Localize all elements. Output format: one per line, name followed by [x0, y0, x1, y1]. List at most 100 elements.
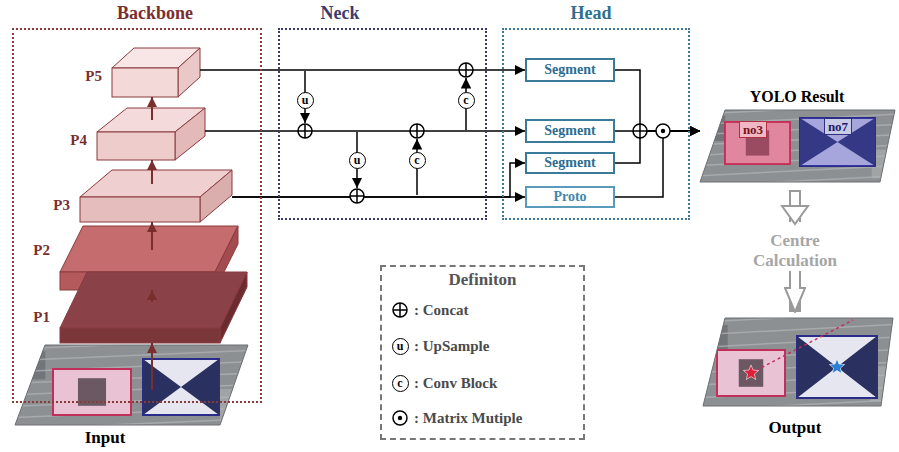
aerial-image	[15, 345, 248, 425]
slab-side	[200, 170, 232, 222]
road-marking	[15, 419, 248, 429]
landing-marker	[800, 118, 875, 166]
road-marking	[700, 104, 895, 114]
marker-bar	[739, 359, 763, 387]
slab-front	[60, 328, 220, 343]
box-heading: Definiton	[382, 270, 583, 290]
landing-marker	[797, 336, 877, 398]
centre-link	[751, 320, 853, 373]
block-label: Segment	[544, 62, 595, 78]
block-label: Proto	[553, 189, 586, 205]
image-caption: Input	[85, 428, 126, 448]
level-label: P5	[85, 68, 102, 85]
segment-block: Segment	[525, 58, 615, 82]
level-label: P4	[70, 132, 87, 149]
feature-level: P4	[97, 108, 205, 160]
concat-symbol	[459, 63, 473, 77]
legend-row: : Matrix Mutiple	[388, 408, 522, 428]
matrix-multiply-symbol	[656, 124, 670, 138]
road-marking	[703, 400, 893, 410]
landing-marker	[143, 359, 219, 415]
legend-sample	[388, 408, 412, 428]
connector-arrow	[151, 290, 153, 302]
slab-front	[80, 197, 200, 222]
marker-bowtie	[800, 118, 875, 166]
aerial-image	[703, 318, 893, 406]
level-label: P2	[33, 242, 50, 259]
operator-symbol: u	[297, 92, 314, 109]
matrix-multiply-symbol	[393, 411, 407, 425]
photo-ground	[15, 345, 248, 425]
slab-side	[220, 272, 247, 343]
concat-symbol	[393, 303, 407, 317]
aerial-photo	[703, 312, 893, 410]
class-tag: no3	[739, 121, 767, 138]
image-caption: Output	[769, 418, 822, 438]
group-heading: Neck	[321, 3, 360, 24]
slab-side	[178, 48, 200, 97]
photo-ground	[703, 318, 893, 406]
feature-level: P2	[60, 226, 238, 290]
label-holder: u	[392, 338, 409, 355]
slab-top	[60, 272, 247, 328]
marker-bar	[78, 378, 106, 406]
legend-text: : Conv Block	[414, 375, 497, 392]
feature-level: P5	[112, 48, 200, 97]
aerial-photo	[15, 339, 248, 429]
label-holder: Centre Calculation	[745, 231, 845, 270]
marker-bowtie	[797, 336, 877, 398]
label-holder: no3	[739, 121, 767, 138]
centre-star	[829, 359, 844, 374]
connector-arrow	[151, 160, 153, 184]
legend-text: : Matrix Mutiple	[414, 410, 522, 427]
class-tag: no7	[824, 118, 852, 135]
slab-side	[175, 108, 205, 160]
connector-arrow	[200, 69, 525, 71]
block-label: Segment	[544, 155, 595, 171]
input-image: Input	[15, 345, 248, 425]
feature-level: P3	[80, 170, 232, 222]
road-marking	[703, 325, 893, 335]
label-holder: c	[458, 92, 475, 109]
concat-symbol	[350, 189, 364, 203]
photo-border	[15, 345, 248, 425]
connector-arrow	[232, 196, 525, 198]
legend-row: : Concat	[388, 300, 469, 320]
output-image: Output	[703, 318, 893, 406]
block-label: Segment	[544, 123, 595, 139]
connector-group	[152, 70, 795, 390]
connector-arrow	[205, 130, 525, 132]
feature-level: P1	[60, 272, 247, 343]
operator-symbol: c	[458, 92, 475, 109]
photo-ground	[700, 110, 895, 182]
legend-text: : UpSample	[414, 338, 489, 355]
centre-star	[743, 365, 758, 380]
slab-front	[112, 68, 178, 97]
group-heading: Backbone	[117, 3, 193, 24]
concat-symbol	[298, 124, 312, 138]
connector-arrow	[615, 131, 700, 197]
yolo-result-image: YOLO Result	[700, 110, 895, 182]
road-marking	[15, 339, 248, 349]
feature-map	[60, 272, 247, 343]
slab-top	[60, 226, 238, 272]
connector-arrow	[615, 70, 700, 131]
operator-symbol: c	[392, 375, 409, 392]
image-caption: YOLO Result	[750, 88, 845, 106]
operator-symbol: c	[409, 152, 426, 169]
photo-border	[700, 110, 895, 182]
segment-block: Segment	[525, 152, 615, 174]
hollow-arrowhead	[782, 206, 808, 224]
road-marking	[700, 166, 895, 176]
feature-map	[80, 170, 232, 222]
aerial-image	[700, 110, 895, 182]
label-holder: c	[409, 152, 426, 169]
marker-bowtie	[143, 359, 219, 415]
road-marking	[700, 176, 895, 186]
connector-arrow	[232, 163, 525, 197]
landing-marker	[717, 350, 785, 396]
segment-block: Segment	[525, 119, 615, 143]
connector-arrow	[151, 97, 153, 120]
label-holder: no7	[824, 118, 852, 135]
